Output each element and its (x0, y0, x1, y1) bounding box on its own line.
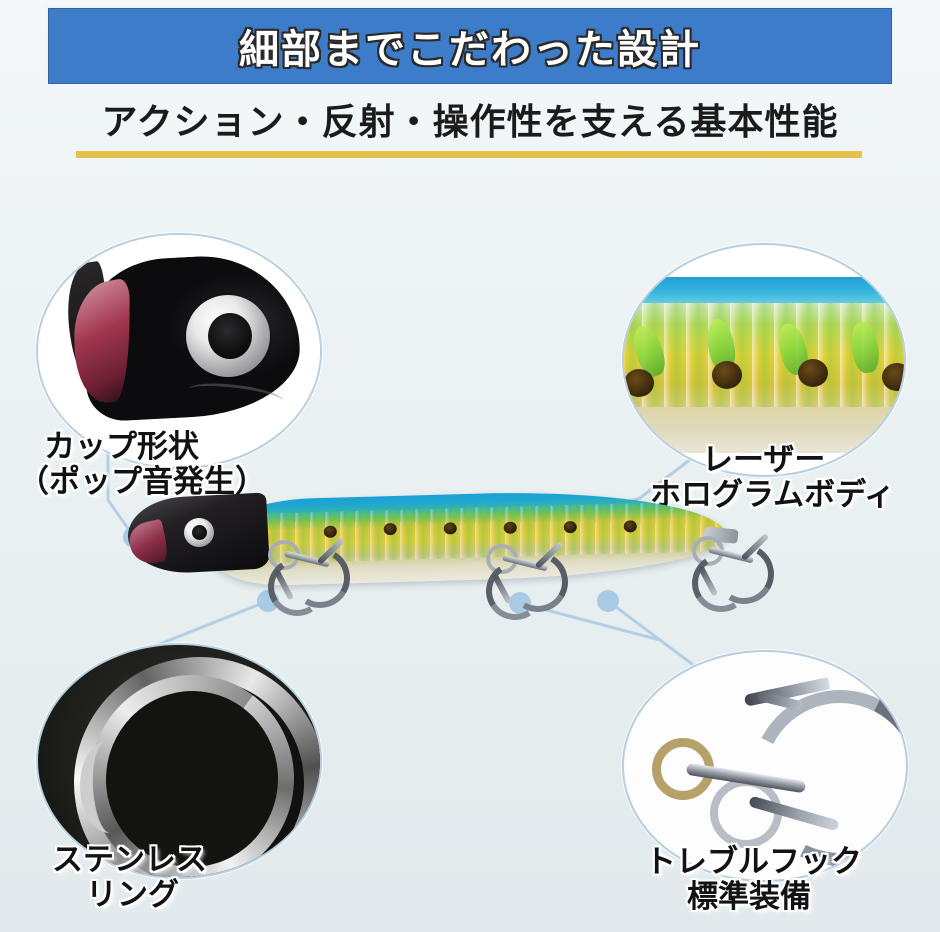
hologram-spot (798, 359, 828, 387)
hologram-spot (882, 363, 904, 391)
callout-label-cup-shape: カップ形状 （ポップ音発生） (18, 429, 266, 499)
callout-label-laser-hologram: レーザー ホログラムボディ (650, 442, 895, 512)
callout-image-stainless-ring (36, 643, 322, 879)
page-title: 細部までこだわった設計 (239, 28, 701, 72)
callout-image-laser-hologram (622, 243, 906, 477)
callout-label-line2: （ポップ音発生） (18, 463, 266, 499)
lure-eye (184, 518, 214, 547)
lure-pupil (208, 313, 252, 359)
callout-label-stainless-ring: ステンレス リング (52, 842, 207, 912)
callout-label-line1: レーザー (702, 442, 826, 477)
lure-pupil (192, 525, 207, 540)
hologram-spot (712, 361, 742, 389)
callout-label-line1: トレブルフック (645, 844, 862, 879)
product-lure-image (126, 478, 781, 626)
header-banner: 細部までこだわった設計 (48, 8, 892, 84)
callout-label-line2: リング (86, 876, 179, 912)
callout-label-treble-hook: トレブルフック 標準装備 (645, 844, 862, 914)
lure-treble-hook (480, 541, 575, 626)
lure-head-closeup-art (38, 235, 320, 467)
gold-divider (76, 151, 862, 158)
page-subtitle: アクション・反射・操作性を支える基本性能 (101, 101, 839, 142)
treble-hook-closeup-art (624, 652, 906, 880)
hologram-spot (624, 369, 654, 397)
lure-eye (186, 295, 270, 377)
lure-treble-hook (686, 533, 781, 618)
hologram-belly-band (624, 407, 904, 453)
callout-label-line2: 標準装備 (687, 878, 811, 914)
callout-image-cup-shape (36, 233, 322, 469)
callout-label-line2: ホログラムボディ (650, 476, 895, 512)
callout-label-line1: カップ形状 (44, 429, 199, 464)
callout-image-treble-hook (622, 650, 908, 882)
callout-label-line1: ステンレス (52, 842, 207, 877)
hologram-scales-art (624, 277, 904, 453)
lure-treble-hook (262, 537, 357, 622)
